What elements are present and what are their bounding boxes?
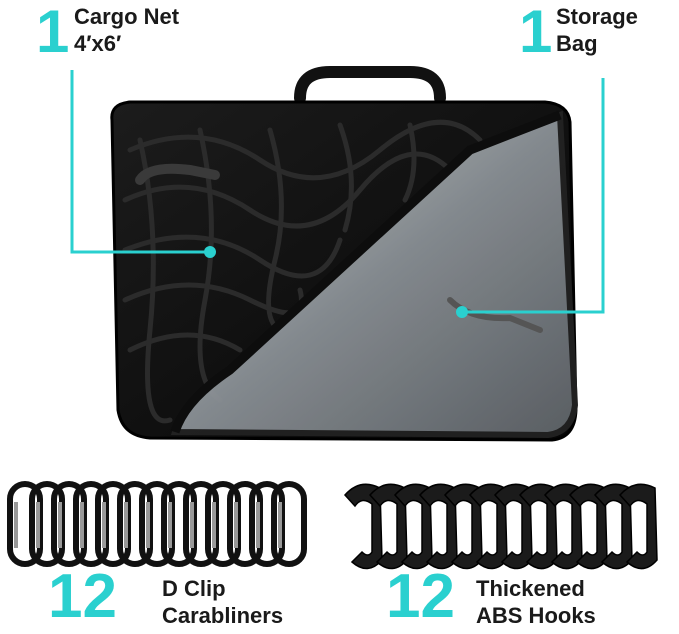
abs-hook-icon (443, 483, 483, 570)
cargo-net-count: 1 (36, 0, 70, 65)
hook-label: Thickened ABS Hooks (476, 575, 596, 629)
hook-line2: ABS Hooks (476, 603, 596, 628)
abs-hook-icon (618, 483, 658, 570)
hook-line1: Thickened (476, 576, 585, 601)
carabiner-count: 12 (48, 562, 117, 631)
abs-hook-icon (543, 483, 583, 570)
cargo-net-label: Cargo Net 4′x6′ (74, 3, 179, 57)
carabiner-line1: D Clip (162, 576, 226, 601)
hook-count: 12 (386, 562, 455, 631)
carabiner-line2: Carabliners (162, 603, 284, 628)
carabiner-icon (271, 481, 307, 567)
storage-bag-count: 1 (519, 0, 553, 65)
abs-hook-icon (518, 483, 558, 570)
carabiner-label: D Clip Carabliners (162, 575, 283, 629)
abs-hook-icon (368, 483, 408, 570)
abs-hook-icon (343, 483, 383, 570)
abs-hook-icon (393, 483, 433, 570)
abs-hook-icon (493, 483, 533, 570)
storage-bag-label: Storage Bag (556, 3, 638, 57)
abs-hook-icon (593, 483, 633, 570)
abs-hook-icon (418, 483, 458, 570)
abs-hook-icon (468, 483, 508, 570)
cargo-net-line1: Cargo Net (74, 4, 180, 29)
abs-hook-icon (568, 483, 608, 570)
storage-bag-line2: Bag (556, 31, 598, 56)
cargo-net-line2: 4′x6′ (74, 31, 122, 56)
storage-bag-line1: Storage (556, 4, 638, 29)
